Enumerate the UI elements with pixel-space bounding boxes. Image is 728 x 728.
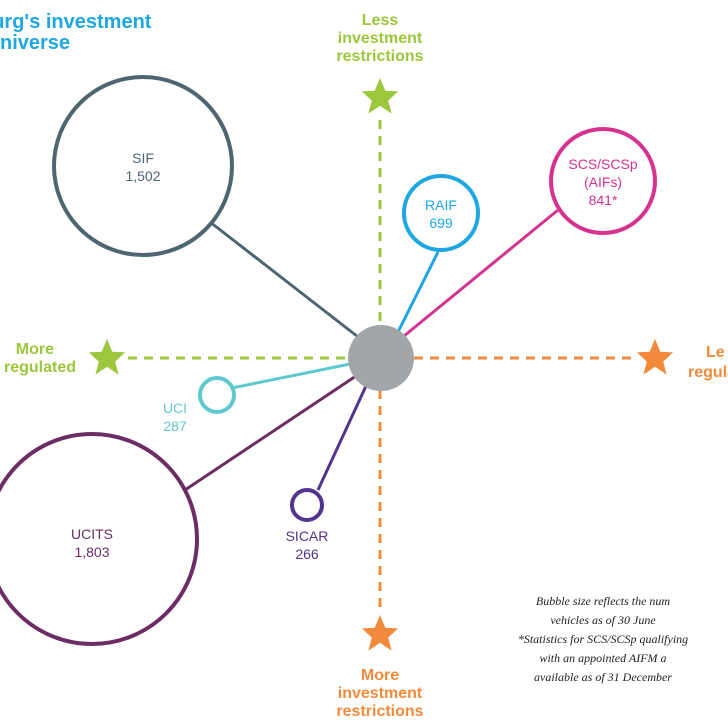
axis-label-bottom-line: investment xyxy=(337,685,423,702)
footnote: Bubble size reflects the num vehicles as… xyxy=(468,592,728,687)
bubble-uci xyxy=(198,376,236,414)
bubble-name: SIF xyxy=(132,150,154,166)
bubble-value: 266 xyxy=(295,546,319,562)
axis-label-top: Less investment restrictions xyxy=(320,12,440,66)
axis-label-left-line: regulated xyxy=(3,359,76,376)
star-icon-bottom xyxy=(361,615,399,651)
title-line-2: niverse xyxy=(0,32,71,54)
bubble-sicar xyxy=(290,488,324,522)
footnote-line: with an appointed AIFM a xyxy=(539,651,667,665)
star-icon-left xyxy=(88,339,126,375)
page-title: ourg's investment niverse xyxy=(0,12,151,54)
bubble-ucits xyxy=(0,432,199,646)
bubble-label-ucits: UCITS 1,803 xyxy=(42,525,142,561)
connector-scs xyxy=(403,208,559,338)
footnote-line: Bubble size reflects the num xyxy=(535,594,671,608)
bubble-name-sub: (AIFs) xyxy=(583,174,623,190)
bubble-label-sicar: SICAR 266 xyxy=(272,527,342,563)
axis-label-top-line: restrictions xyxy=(336,48,424,65)
axis-label-bottom-line: restrictions xyxy=(336,703,424,720)
axis-label-left: More regulated xyxy=(0,341,76,377)
bubble-raif xyxy=(402,174,480,252)
connector-sicar xyxy=(316,385,368,491)
bubble-scs xyxy=(549,127,657,235)
connector-uci xyxy=(231,362,351,390)
bubble-name: UCI xyxy=(162,400,188,416)
bubble-value: 1,803 xyxy=(74,544,110,560)
footnote-line: *Statistics for SCS/SCSp qualifying xyxy=(517,632,689,646)
title-line-1: ourg's investment xyxy=(0,11,152,33)
bubble-name: RAIF xyxy=(425,197,457,213)
star-icon-right xyxy=(636,339,674,375)
bubble-value: 287 xyxy=(163,418,187,434)
axis-label-right-line: regula xyxy=(688,364,728,381)
axis-label-right: Le regula xyxy=(688,344,728,382)
bubble-value: 841* xyxy=(588,192,618,208)
axis-label-left-line: More xyxy=(15,341,54,358)
bubble-value: 699 xyxy=(429,215,453,231)
axis-label-bottom-line: More xyxy=(360,667,400,684)
connector-raif xyxy=(396,251,440,333)
axis-label-top-line: Less xyxy=(361,12,399,29)
axis-label-bottom: More investment restrictions xyxy=(320,667,440,721)
center-hub xyxy=(348,325,414,391)
footnote-line: available as of 31 December xyxy=(534,670,672,684)
bubble-name: UCITS xyxy=(71,526,113,542)
bubble-name: SCS/SCSp xyxy=(568,156,638,172)
star-icon-top xyxy=(361,78,399,114)
bubble-sif xyxy=(52,75,234,257)
axis-label-right-line: Le xyxy=(706,344,725,361)
bubble-name: SICAR xyxy=(285,528,329,544)
connector-ucits xyxy=(181,374,357,494)
bubble-label-scs: SCS/SCSp (AIFs) 841* xyxy=(553,155,653,209)
footnote-line: vehicles as of 30 June xyxy=(550,613,656,627)
bubble-label-sif: SIF 1,502 xyxy=(103,149,183,185)
axis-label-top-line: investment xyxy=(337,30,423,47)
bubble-label-uci: UCI 287 xyxy=(150,399,200,435)
bubble-label-raif: RAIF 699 xyxy=(411,196,471,232)
connector-sif xyxy=(209,220,363,342)
bubble-value: 1,502 xyxy=(125,168,161,184)
